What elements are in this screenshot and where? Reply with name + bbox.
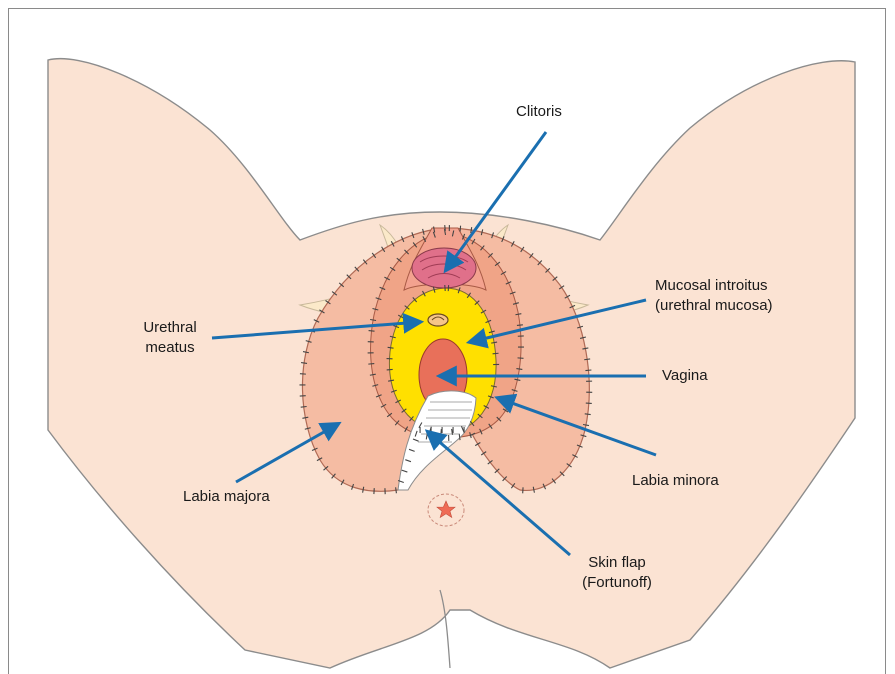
- label-skin-flap-line1: Skin flap: [562, 553, 672, 573]
- label-vagina: Vagina: [662, 366, 708, 386]
- label-labia-majora: Labia majora: [183, 487, 270, 507]
- suture-tick: [493, 353, 499, 354]
- label-labia-minora: Labia minora: [632, 471, 719, 491]
- suture-tick: [459, 434, 460, 440]
- label-urethral-meatus-line1: Urethral: [130, 318, 210, 338]
- label-mucosal-introitus: Mucosal introitus (urethral mucosa): [655, 276, 773, 316]
- clitoris-shape: [412, 248, 476, 288]
- urethral-meatus-shape: [428, 314, 448, 326]
- suture-tick: [460, 226, 461, 232]
- suture-tick: [585, 370, 591, 371]
- suture-tick: [396, 487, 397, 493]
- label-urethral-meatus: Urethral meatus: [130, 318, 210, 358]
- suture-tick: [368, 364, 374, 365]
- suture-tick: [585, 414, 591, 415]
- label-urethral-meatus-line2: meatus: [130, 338, 210, 358]
- suture-tick: [369, 331, 375, 332]
- label-mucosal-introitus-line2: (urethral mucosa): [655, 296, 773, 316]
- label-skin-flap: Skin flap (Fortunoff): [562, 553, 672, 593]
- suture-tick: [301, 407, 307, 408]
- label-skin-flap-line2: (Fortunoff): [562, 573, 672, 593]
- label-mucosal-introitus-line1: Mucosal introitus: [655, 276, 773, 296]
- label-clitoris: Clitoris: [516, 102, 562, 122]
- suture-tick: [517, 325, 523, 326]
